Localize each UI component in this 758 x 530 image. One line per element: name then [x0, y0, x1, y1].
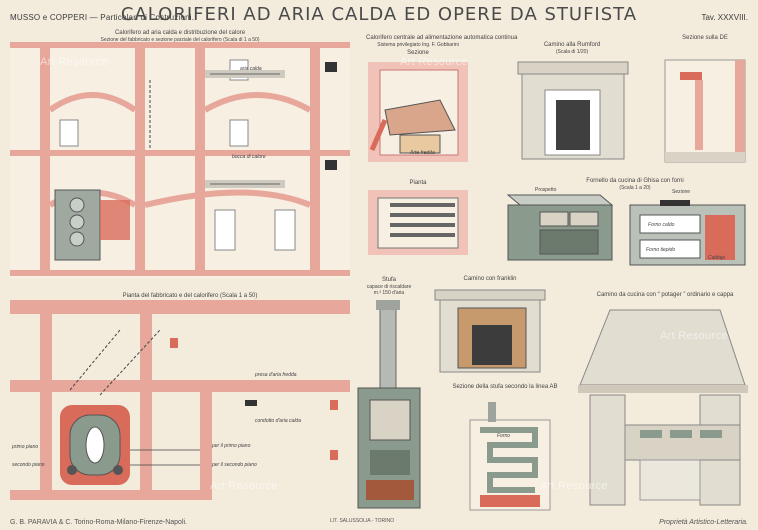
building-section-drawing	[10, 42, 350, 278]
stove-sub1: capace di riscaldare	[366, 284, 412, 290]
central-heater-pianta: Pianta	[409, 180, 427, 186]
primo-piano-label: primo piano	[12, 444, 39, 450]
watermark-5: Art Resource	[540, 480, 608, 492]
author-label: MUSSO e COPPERI — Particolari di Costruz…	[10, 13, 195, 22]
plate-number: Tav. XXXVIII.	[701, 13, 748, 22]
fornello-title: Fornello da cucina di Ghisa con forni	[586, 178, 684, 184]
potager-title: Camino da cucina con “ potager ” ordinar…	[596, 292, 734, 298]
condotto-aria-label: condotto d'aria calda	[255, 418, 301, 424]
fornello-scale: (Scala 1 a 20)	[619, 185, 651, 191]
forno-tiepido-label: Forno tiepido	[646, 247, 676, 253]
per-secondo-piano-label: per il secondo piano	[212, 462, 257, 468]
section-ab-title: Sezione della stufa secondo la linea AB	[452, 384, 558, 390]
central-heater-subtitle: Sistema privilegiato Ing. F. Gobbarini	[377, 42, 459, 48]
secondo-piano-label: secondo piano	[12, 462, 45, 468]
rumford-title: Camino alla Rumford	[543, 42, 601, 48]
rights-line: Proprietà Artistico-Letteraria.	[659, 519, 748, 526]
section-de-drawing	[664, 59, 746, 163]
central-heater-plan-drawing	[368, 190, 468, 255]
watermark-4: Art Resource	[210, 480, 278, 492]
arte-fredda-label: Arte fredda	[410, 150, 435, 156]
stove-title: Stufa	[381, 277, 396, 283]
sezione-de-title: Sezione sulla DE	[682, 35, 728, 41]
watermark-2: Art Resource	[400, 56, 468, 68]
kitchen-range-sezione-drawing	[629, 200, 746, 266]
plate-header: MUSSO e COPPERI — Particolari di Costruz…	[0, 4, 758, 28]
stove-drawing	[357, 300, 421, 509]
publisher-line: G. B. PARAVIA & C. Torino-Roma-Milano-Fi…	[10, 519, 188, 526]
watermark-1: Art Resource	[40, 56, 108, 68]
forno-caldo-label: Forno caldo	[648, 222, 675, 228]
kitchen-range-prospetto-drawing	[506, 194, 614, 261]
stove-sub2: m.³ 150 d'aria	[373, 290, 405, 296]
caldaja-label: Caldaja	[708, 255, 725, 261]
building-plan-drawing	[10, 300, 350, 500]
aria-calda-label: aria calda	[240, 66, 262, 72]
potager-hood-drawing	[578, 309, 748, 506]
sezione-label: Sezione	[672, 189, 691, 195]
presa-aria-label: presa d'aria fredda	[255, 372, 297, 378]
bocca-calore-label: bocca di calore	[232, 154, 266, 160]
franklin-title: Camino con franklin	[463, 276, 517, 282]
plan-title: Pianta del fabbricato e del calorifero (…	[122, 293, 258, 299]
stove-section-ab-drawing	[469, 402, 551, 511]
rumford-scale: (Scala di 1/20)	[555, 49, 589, 55]
watermark-3: Art Resource	[660, 330, 728, 342]
central-heater-title: Calorifero centrale ad alimentazione aut…	[366, 35, 518, 41]
section-subtitle: Sezione del fabbricato e sezione parzial…	[100, 37, 260, 43]
rumford-fireplace-drawing	[517, 61, 629, 160]
section-title: Calorifero ad aria calda e distribuzione…	[114, 30, 246, 36]
franklin-fireplace-drawing	[434, 289, 546, 373]
central-heater-section-drawing	[368, 62, 468, 162]
printer-line: LIT. SALUSSOLIA - TORINO	[330, 518, 395, 524]
central-heater-sezione: Sezione	[407, 50, 429, 56]
prospetto-label: Prospetto	[535, 187, 557, 193]
forno-label: Forno	[497, 433, 511, 439]
plate-title: CALORIFERI AD ARIA CALDA ED OPERE DA STU…	[120, 4, 638, 25]
per-primo-piano-label: per il primo piano	[212, 443, 251, 449]
